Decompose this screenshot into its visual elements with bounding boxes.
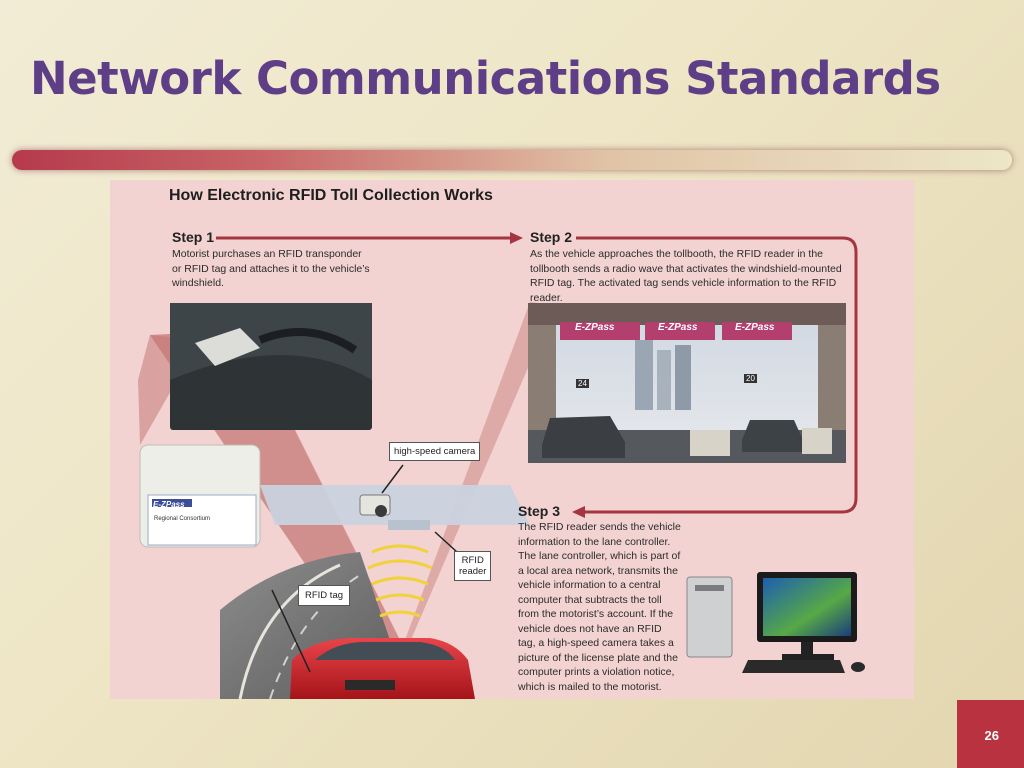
callout-rfid-reader: RFID reader	[454, 551, 492, 581]
arrow-step1-to-step2	[216, 232, 523, 244]
step-1-label: Step 1	[172, 229, 215, 245]
step-3-text-wrap-spacer	[681, 578, 846, 699]
step-3-text-content: The RFID reader sends the vehicle inform…	[518, 521, 681, 693]
lane-number-right: 20	[744, 374, 757, 383]
radio-waves	[367, 544, 433, 618]
step-1-text: Motorist purchases an RFID transponder o…	[172, 248, 370, 289]
tag-card-brand: E-ZPass	[153, 500, 185, 509]
ezpass-sign-1: E-ZPass	[575, 322, 615, 333]
arrow-step2-to-step3	[572, 236, 858, 518]
page-number: 26	[984, 728, 999, 743]
computer	[686, 572, 865, 673]
reader-beam	[405, 302, 555, 642]
slide-title: Network Communications Standards	[30, 52, 941, 105]
rfid-figure-panel: E-ZPass E-ZPass E-ZPass 24 20 E-ZPass Re…	[110, 180, 914, 699]
lane-number-left: 24	[576, 379, 589, 388]
step-3-text: The RFID reader sends the vehicle inform…	[518, 520, 846, 699]
callout-rfid-reader-line1: RFID	[461, 555, 484, 566]
figure-heading: How Electronic RFID Toll Collection Work…	[169, 187, 493, 204]
tag-card-issuer: Regional Consortium	[154, 516, 211, 522]
toll-gantry	[260, 464, 530, 553]
ezpass-sign-2: E-ZPass	[658, 322, 698, 333]
ezpass-tag-card	[139, 444, 261, 548]
step-2-label: Step 2	[530, 229, 573, 245]
windshield-photo	[170, 303, 372, 430]
title-divider-bar	[12, 150, 1012, 170]
callout-rfid-tag: RFID tag	[298, 585, 351, 606]
callout-high-speed-camera: high-speed camera	[389, 442, 481, 461]
step-2-text: As the vehicle approaches the tollbooth,…	[530, 248, 842, 304]
page-number-box: 26	[957, 700, 1024, 768]
step-3-label: Step 3	[518, 503, 561, 519]
red-car	[271, 589, 475, 699]
callout-rfid-reader-line2: reader	[459, 566, 487, 577]
ezpass-sign-3: E-ZPass	[735, 322, 775, 333]
